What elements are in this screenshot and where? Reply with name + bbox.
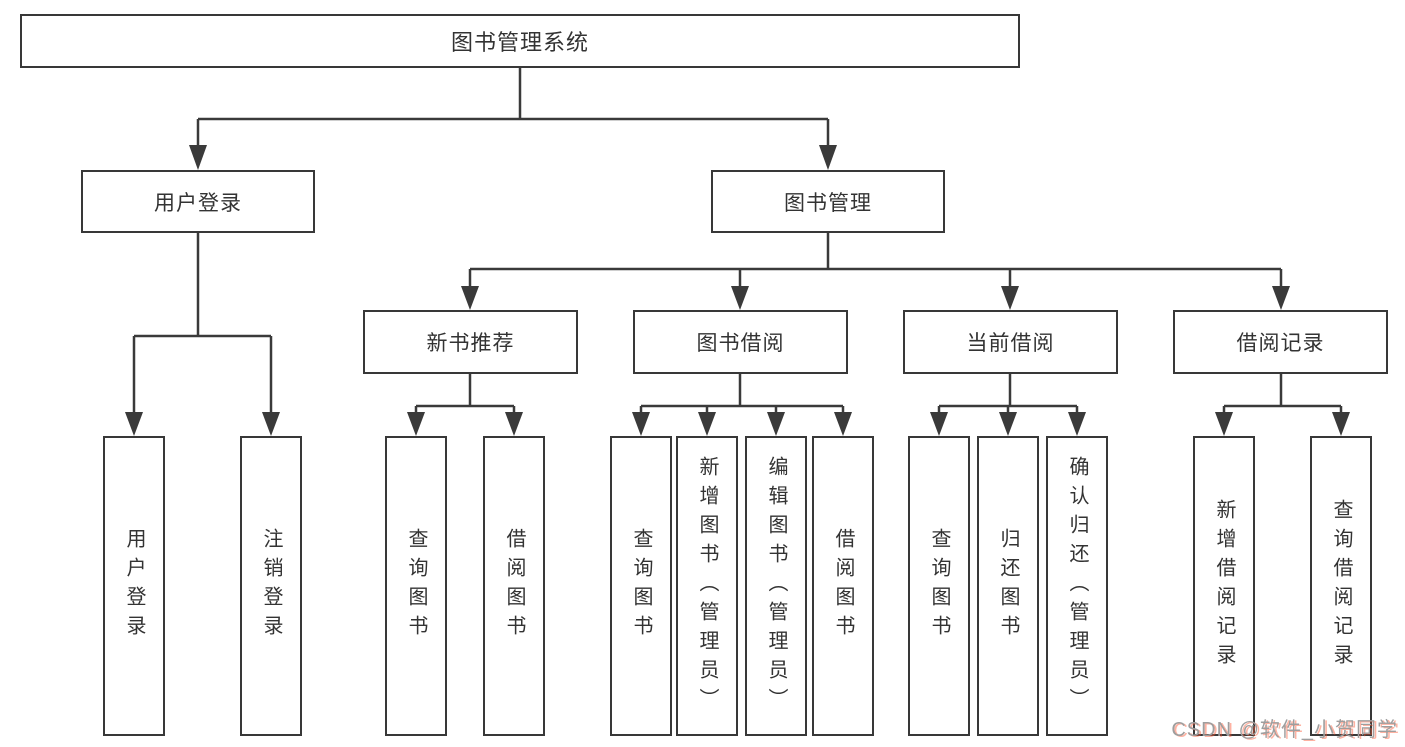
node-borrowing-records: 借阅记录: [1173, 310, 1388, 374]
leaf-label: 注销登录: [260, 528, 282, 644]
arrowhead: [698, 412, 716, 436]
arrowhead: [407, 412, 425, 436]
leaf-label: 借阅图书: [832, 528, 854, 644]
watermark: CSDN @软件_小贺同学: [1171, 719, 1398, 741]
arrowhead: [125, 412, 143, 436]
arrowhead: [189, 145, 207, 170]
leaf-label: 归还图书: [997, 528, 1019, 644]
leaf-query-books: 查询图书: [610, 436, 672, 736]
leaf-return-books: 归还图书: [977, 436, 1039, 736]
leaf-label: 借阅图书: [503, 528, 525, 644]
arrowhead: [731, 286, 749, 310]
leaf-label: 查询借阅记录: [1330, 499, 1352, 673]
node-book-borrowing: 图书借阅: [633, 310, 848, 374]
leaf-edit-books-admin: 编辑图书（管理员）: [745, 436, 807, 736]
arrowhead: [1215, 412, 1233, 436]
arrowhead: [1001, 286, 1019, 310]
node-current-borrowing: 当前借阅: [903, 310, 1118, 374]
arrowhead: [632, 412, 650, 436]
arrowhead: [930, 412, 948, 436]
node-book-management: 图书管理: [711, 170, 945, 233]
arrowhead: [461, 286, 479, 310]
leaf-query-books: 查询图书: [385, 436, 447, 736]
leaf-borrow-books: 借阅图书: [483, 436, 545, 736]
leaf-add-books-admin: 新增图书（管理员）: [676, 436, 738, 736]
leaf-query-borrow-record: 查询借阅记录: [1310, 436, 1372, 736]
node-user-login: 用户登录: [81, 170, 315, 233]
leaf-label: 查询图书: [405, 528, 427, 644]
leaf-query-books: 查询图书: [908, 436, 970, 736]
arrowhead: [999, 412, 1017, 436]
arrowhead: [505, 412, 523, 436]
leaf-add-borrow-record: 新增借阅记录: [1193, 436, 1255, 736]
leaf-label: 新增图书（管理员）: [696, 455, 718, 717]
leaf-label: 查询图书: [928, 528, 950, 644]
leaf-borrow-books: 借阅图书: [812, 436, 874, 736]
leaf-label: 查询图书: [630, 528, 652, 644]
arrowhead: [1068, 412, 1086, 436]
leaf-label: 编辑图书（管理员）: [765, 455, 787, 717]
leaf-confirm-return-admin: 确认归还（管理员）: [1046, 436, 1108, 736]
arrowhead: [262, 412, 280, 436]
node-library-management-system: 图书管理系统: [20, 14, 1020, 68]
arrowhead: [819, 145, 837, 170]
leaf-user-login: 用户登录: [103, 436, 165, 736]
leaf-label: 用户登录: [123, 528, 145, 644]
arrowhead: [1272, 286, 1290, 310]
arrowhead: [834, 412, 852, 436]
arrowhead: [1332, 412, 1350, 436]
arrowhead: [767, 412, 785, 436]
leaf-logout: 注销登录: [240, 436, 302, 736]
leaf-label: 确认归还（管理员）: [1066, 455, 1088, 717]
node-new-book-recommendation: 新书推荐: [363, 310, 578, 374]
leaf-label: 新增借阅记录: [1213, 499, 1235, 673]
